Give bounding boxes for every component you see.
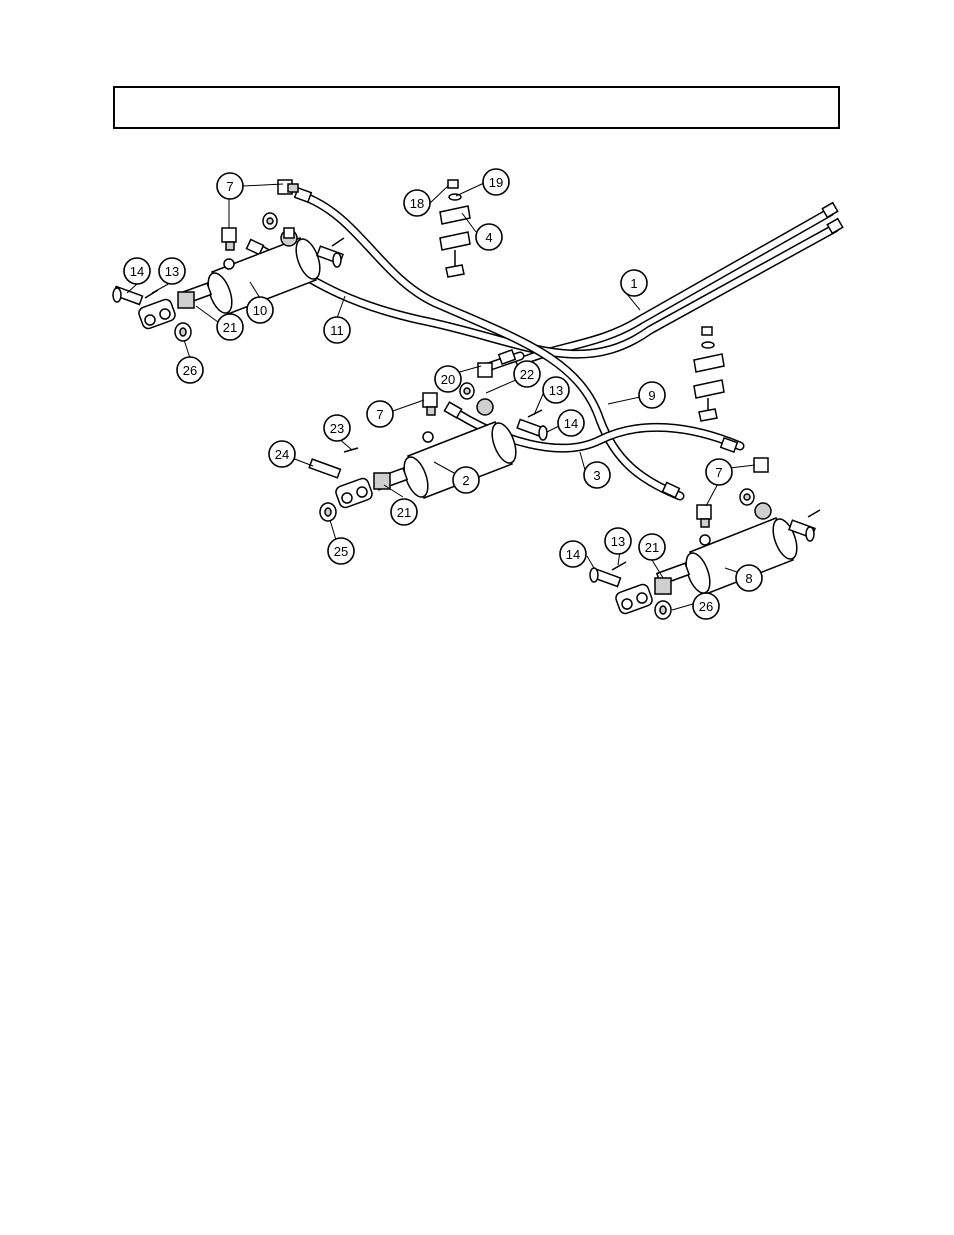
port-plug [700, 535, 710, 545]
washer-top-left [263, 213, 277, 229]
callout-13-b: 13 [543, 377, 569, 403]
cotter-pin [808, 510, 820, 517]
callout-23: 23 [324, 415, 350, 441]
svg-text:4: 4 [485, 230, 492, 245]
callout-9: 9 [639, 382, 665, 408]
callout-26-b: 26 [693, 593, 719, 619]
washer-right [740, 489, 754, 505]
port-plug [224, 259, 234, 269]
callout-26-a: 26 [177, 357, 203, 383]
elbow-7-right-b [754, 458, 768, 472]
bracket-stack-right [694, 327, 724, 421]
callout-24: 24 [269, 441, 295, 467]
callout-13-c: 13 [605, 528, 631, 554]
svg-text:14: 14 [566, 547, 580, 562]
svg-text:9: 9 [648, 388, 655, 403]
svg-text:1: 1 [630, 276, 637, 291]
svg-text:10: 10 [253, 303, 267, 318]
pin-24 [309, 459, 340, 478]
svg-text:13: 13 [611, 534, 625, 549]
callout-13-a: 13 [159, 258, 185, 284]
svg-text:13: 13 [165, 264, 179, 279]
svg-text:21: 21 [397, 505, 411, 520]
cotter-pin-13c [612, 562, 626, 570]
callout-20: 20 [435, 366, 461, 392]
pin-14-c [590, 568, 621, 586]
callout-25: 25 [328, 538, 354, 564]
callout-19: 19 [483, 169, 509, 195]
callout-2: 2 [453, 467, 479, 493]
callout-14-a: 14 [124, 258, 150, 284]
svg-text:26: 26 [183, 363, 197, 378]
callouts: 7 18 19 4 14 13 10 11 21 26 1 20 22 13 9… [124, 169, 762, 619]
svg-text:11: 11 [330, 323, 344, 338]
svg-text:8: 8 [745, 571, 752, 586]
hose-1 [520, 212, 830, 362]
elbow-7-left [222, 228, 236, 250]
svg-text:22: 22 [520, 367, 534, 382]
bracket-stack-top [440, 180, 470, 277]
svg-text:7: 7 [715, 465, 722, 480]
svg-text:7: 7 [376, 407, 383, 422]
washer-26-b [655, 601, 671, 619]
pin-14-b [517, 419, 547, 440]
svg-text:7: 7 [226, 179, 233, 194]
pin-14-a [113, 286, 143, 304]
callout-22: 22 [514, 361, 540, 387]
pin-top-left [317, 246, 343, 267]
callout-21-c: 21 [639, 534, 665, 560]
svg-text:2: 2 [462, 473, 469, 488]
callout-18: 18 [404, 190, 430, 216]
callout-14-b: 14 [558, 410, 584, 436]
svg-text:23: 23 [330, 421, 344, 436]
callout-7-mid: 7 [367, 401, 393, 427]
svg-text:21: 21 [223, 320, 237, 335]
callout-7-top: 7 [217, 173, 243, 199]
callout-8: 8 [736, 565, 762, 591]
svg-text:24: 24 [275, 447, 289, 462]
svg-text:14: 14 [564, 416, 578, 431]
svg-text:3: 3 [593, 468, 600, 483]
callout-1: 1 [621, 270, 647, 296]
callout-7-right: 7 [706, 459, 732, 485]
svg-text:19: 19 [489, 175, 503, 190]
svg-text:21: 21 [645, 540, 659, 555]
callout-21-a: 21 [217, 314, 243, 340]
clevis-middle [334, 473, 390, 509]
svg-text:26: 26 [699, 599, 713, 614]
washer-25 [320, 503, 336, 521]
svg-text:25: 25 [334, 544, 348, 559]
callout-4: 4 [476, 224, 502, 250]
elbow-7-mid [423, 393, 437, 415]
svg-text:13: 13 [549, 383, 563, 398]
callout-10: 10 [247, 297, 273, 323]
washer-22 [460, 383, 474, 399]
callout-21-b: 21 [391, 499, 417, 525]
elbow-7-mid2 [478, 363, 492, 377]
cylinder-2 [375, 399, 521, 500]
callout-11: 11 [324, 317, 350, 343]
elbow-7-right-a [697, 505, 711, 527]
washer-26-a [175, 323, 191, 341]
svg-text:18: 18 [410, 196, 424, 211]
callout-3: 3 [584, 462, 610, 488]
cotter-pin [332, 238, 344, 246]
cylinder-8 [657, 503, 802, 596]
elbow-7-top [278, 180, 298, 194]
callout-14-c: 14 [560, 541, 586, 567]
port-plug [423, 432, 433, 442]
svg-text:20: 20 [441, 372, 455, 387]
svg-text:14: 14 [130, 264, 144, 279]
